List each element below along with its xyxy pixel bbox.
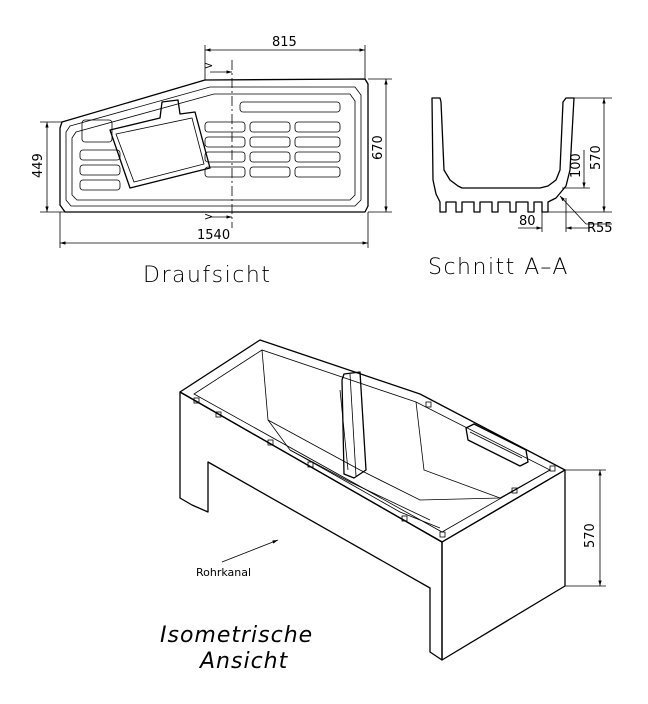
iso-title-line1: Isometrische — [160, 623, 313, 648]
dim-100-label: 100 — [569, 153, 584, 178]
dim-width-top: 815 — [204, 35, 366, 80]
section-marker-bottom: > — [204, 210, 232, 223]
top-view-floor-slats — [79, 101, 341, 191]
dim-left-height: 449 — [31, 121, 65, 213]
dim-total-length: 1540 — [59, 212, 369, 248]
dim-570-label: 570 — [589, 145, 604, 170]
dim-section-bottom: 80 — [518, 198, 590, 232]
top-view-inner-outline — [65, 86, 362, 207]
top-view-title: Draufsicht — [143, 263, 271, 288]
dim-r55-label: R55 — [587, 221, 613, 236]
iso-tub-interior — [261, 349, 441, 529]
dim-815-label: 815 — [272, 35, 297, 50]
dim-iso-570-label: 570 — [583, 523, 598, 548]
iso-headrest — [465, 423, 529, 467]
dim-iso-height: 570 — [565, 469, 606, 587]
top-view-tub-rim — [71, 93, 356, 201]
section-profile — [431, 97, 575, 213]
svg-text:>: > — [204, 210, 213, 223]
top-view: > > 815 1540 449 — [31, 35, 392, 288]
dim-section-inner: 100 — [562, 150, 590, 189]
iso-front-face — [179, 391, 443, 661]
dim-section-height: 570 — [548, 97, 612, 213]
iso-channel-callout: Rohrkanal — [196, 539, 279, 579]
section-view-title: Schnitt A–A — [428, 255, 569, 280]
top-view-outer-outline — [59, 78, 369, 213]
iso-backrest — [341, 371, 367, 479]
svg-text:>: > — [204, 59, 213, 72]
dim-449-label: 449 — [31, 153, 46, 178]
iso-title-line2: Ansicht — [198, 649, 289, 674]
dim-1540-label: 1540 — [197, 228, 230, 243]
section-marker-top: > — [204, 59, 232, 74]
section-view: 570 100 80 R55 Schnitt A–A — [428, 97, 613, 280]
iso-rim-notches — [193, 397, 556, 538]
dim-670-label: 670 — [371, 135, 386, 160]
iso-top-rim-inner — [193, 349, 551, 533]
dim-80-label: 80 — [519, 214, 536, 229]
iso-right-face — [441, 469, 566, 661]
dim-right-height: 670 — [368, 78, 392, 213]
iso-top-rim-outer — [179, 339, 566, 543]
channel-label: Rohrkanal — [196, 566, 251, 579]
top-view-backrest — [109, 99, 211, 189]
iso-view: Rohrkanal 570 Isometrische Ansicht — [160, 339, 606, 674]
dim-section-radius: R55 — [559, 195, 613, 236]
